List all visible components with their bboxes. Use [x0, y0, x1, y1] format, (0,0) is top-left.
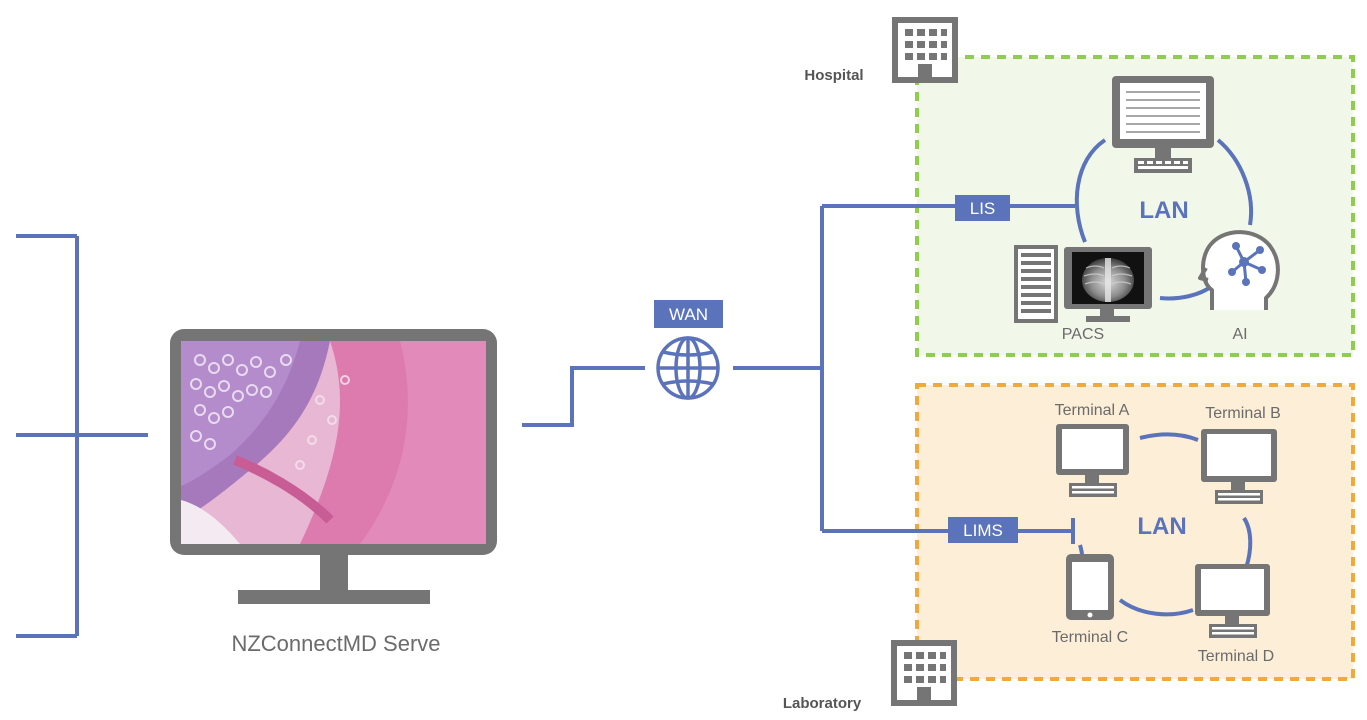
terminal-a-monitor-icon — [1056, 424, 1129, 497]
terminal-d-monitor-icon — [1195, 564, 1270, 638]
laboratory-building-icon — [891, 640, 957, 706]
lis-tag — [955, 195, 1010, 221]
terminal-d-label: Terminal D — [1198, 648, 1274, 665]
laboratory-label: Laboratory — [783, 695, 862, 712]
pacs-monitor-icon — [1064, 247, 1152, 322]
ai-label: AI — [1232, 326, 1247, 343]
chest-xray-image — [1082, 258, 1134, 302]
lis-label: LIS — [970, 199, 996, 218]
terminal-b-label: Terminal B — [1205, 405, 1281, 422]
server-monitor-icon — [170, 329, 497, 604]
wan-label: WAN — [669, 305, 708, 324]
globe-icon — [656, 336, 720, 400]
hospital-workstation-monitor-icon — [1112, 76, 1214, 173]
server-rack-icon — [1014, 245, 1058, 323]
terminal-b-monitor-icon — [1201, 429, 1277, 504]
ai-head-icon — [1198, 230, 1280, 310]
hospital-building-icon — [892, 17, 958, 83]
lab-lan-label: LAN — [1137, 513, 1186, 540]
wan-tag — [654, 300, 723, 328]
server-label: NZConnectMD Serve — [231, 631, 440, 656]
terminal-a-label: Terminal A — [1055, 402, 1130, 419]
hospital-lan-label: LAN — [1139, 197, 1188, 224]
lims-label: LIMS — [963, 521, 1003, 540]
lims-tag — [948, 517, 1018, 543]
left-bracket — [16, 234, 148, 638]
terminal-c-tablet-icon — [1066, 554, 1114, 620]
pacs-label: PACS — [1062, 326, 1104, 343]
hospital-label: Hospital — [804, 67, 863, 84]
tissue-slide-image — [181, 341, 486, 544]
connection-lines — [522, 204, 1075, 544]
terminal-c-label: Terminal C — [1052, 629, 1128, 646]
